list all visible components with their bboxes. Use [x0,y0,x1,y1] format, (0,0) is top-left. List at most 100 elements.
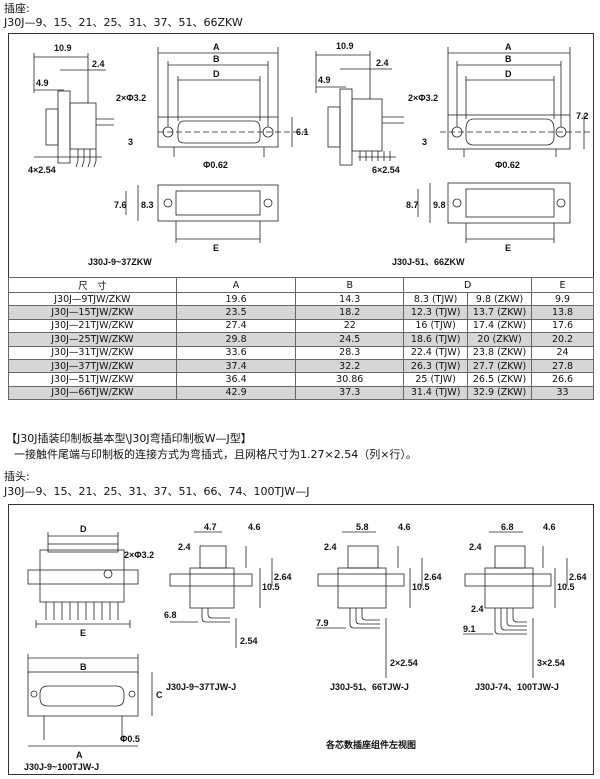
dim-right-a: A [505,42,512,52]
side2-h4: 2.64 [424,572,442,582]
cell-d-tjw: 16 (TJW) [403,318,469,334]
receptacle-drawing-right: 10.9 2.4 4.9 6×2.54 3 2×Φ3.2 A B D 7.2 Φ… [315,41,594,267]
side1-off: 6.8 [164,610,177,620]
side2-caption: J30J-51、66TJW-J [330,682,409,692]
cell-d-zkw: 20 (ZKW) [467,332,533,347]
cell-a: 37.4 [175,358,297,374]
side3-caption: J30J-74、100TJW-J [475,682,559,692]
cell-d-tjw: 12.3 (TJW) [403,305,469,320]
receptacle-drawing-left: 10.9 2.4 4.9 4×2.54 3 2×Φ3.2 A B D 6.1 Φ… [28,42,309,267]
receptacle-models: J30J—9、15、21、25、31、37、51、66ZKW [4,16,243,29]
cell-d-zkw: 9.8 (ZKW) [467,291,533,307]
plug-dim-a: A [76,750,83,760]
cell-b: 30.86 [295,372,405,387]
side1-w: 4.7 [204,522,217,532]
plug-dim-b: B [80,662,87,672]
side2-w: 5.8 [356,522,369,532]
plug-caption-bottom: J30J-9~100TJW-J [24,762,99,772]
side1-h1: 2.4 [178,542,191,552]
cell-b: 22 [295,318,405,334]
cell-model: J30J—37TJW/ZKW [8,358,177,374]
col-header-b: B [295,277,405,293]
dim-left-d: D [213,69,220,79]
dim-right-d1: 10.9 [336,41,354,51]
cell-e: 13.8 [531,305,594,320]
cell-b: 14.3 [295,291,405,307]
dim-left-holes: 2×Φ3.2 [116,93,146,103]
side3-h4: 2.64 [569,572,587,582]
cell-e: 9.9 [531,291,594,307]
cell-e: 26.6 [531,372,594,387]
dim-left-h: 6.1 [296,127,309,137]
dim-left-a: A [213,42,220,52]
plug-front-view: D 2×Φ3.2 E [27,524,154,638]
side3-pitch: 3×2.54 [537,658,565,668]
dim-right-d2: 2.4 [376,58,389,68]
plug-side-view-2: 5.8 4.6 2.4 10.5 2.64 7.9 2×2.54 J30J-51… [316,522,442,692]
dim-right-d5: 3 [422,137,427,147]
dim-left-d3: 4.9 [36,78,49,88]
plug-dim-d: D [80,524,87,534]
dim-right-d4: 6×2.54 [372,165,400,175]
cell-model: J30J—31TJW/ZKW [8,345,177,360]
col-header-d: D [403,277,533,293]
side3-h3: 10.5 [557,582,575,592]
note-text: 一接触件尾端与印制板的连接方式为弯插式，且网格尺寸为1.27×2.54（列×行）… [14,448,417,461]
side1-h3: 10.5 [262,582,280,592]
dim-left-d5: 3 [128,137,133,147]
cell-e: 24 [531,345,594,360]
side3-h5: 2.4 [471,604,484,614]
side3-h1: 2.4 [469,542,482,552]
cell-e: 33 [531,385,594,401]
cell-d-zkw: 32.9 (ZKW) [467,385,533,401]
cell-a: 33.6 [175,345,297,360]
plug-models: J30J—9、15、21、25、31、37、51、66、74、100TJW—J [4,485,310,498]
cell-a: 42.9 [175,385,297,401]
cell-d-zkw: 17.4 (ZKW) [467,318,533,334]
cell-model: J30J—66TJW/ZKW [8,385,177,401]
col-header-e: E [531,277,594,293]
side2-h1: 2.4 [324,542,337,552]
dim-left-d1: 10.9 [54,43,72,53]
cell-e: 17.6 [531,318,594,334]
dim-right-w: 8.7 [406,200,419,210]
cell-d-zkw: 23.8 (ZKW) [467,345,533,360]
side1-h4: 2.64 [274,572,292,582]
dim-left-pin: Φ0.62 [203,160,228,170]
cell-b: 24.5 [295,332,405,347]
dim-left-d4: 4×2.54 [28,165,56,175]
cell-model: J30J—15TJW/ZKW [8,305,177,320]
plug-dim-c: C [156,690,163,700]
dim-right-d: D [505,69,512,79]
plug-dim-e: E [80,628,86,638]
cell-b: 18.2 [295,305,405,320]
col-header-a: A [175,277,297,293]
caption-right: J30J-51、66ZKW [392,257,465,267]
receptacle-heading: 插座: [4,2,30,15]
side3-w: 6.8 [501,522,514,532]
cell-a: 36.4 [175,372,297,387]
side3-off: 9.1 [463,624,476,634]
plug-bottom-view: B C Φ0.5 A J30J-9~100TJW-J [24,654,163,772]
cell-model: J30J—51TJW/ZKW [8,372,177,387]
plug-heading: 插头: [4,470,30,483]
dim-right-holes: 2×Φ3.2 [408,93,438,103]
cell-e: 27.8 [531,358,594,374]
cell-d-tjw: 18.6 (TJW) [403,332,469,347]
cell-d-zkw: 13.7 (ZKW) [467,305,533,320]
side2-pitch: 2×2.54 [390,658,418,668]
col-header-size: 尺 寸 [8,277,177,293]
note-title: 【J30J插装印制板基本型\J30J弯插印制板W—J型】 [6,432,252,445]
dim-left-w2: 8.3 [141,200,154,210]
side1-h2: 4.6 [248,522,261,532]
cell-d-zkw: 26.5 (ZKW) [467,372,533,387]
plug-side-view-1: 4.7 4.6 2.4 10.5 2.64 6.8 2.54 J30J-9~37… [164,522,292,692]
dim-left-d2: 2.4 [92,59,105,69]
side2-h3: 10.5 [412,582,430,592]
